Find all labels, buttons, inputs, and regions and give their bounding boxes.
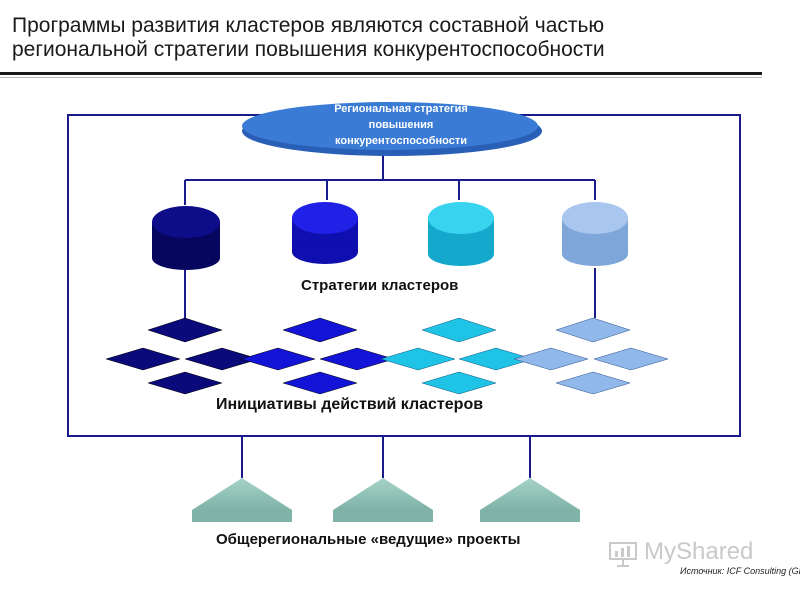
cluster-strategy-cylinder-4 [562,202,628,266]
regional-strategy-line-2: повышения [368,119,434,131]
presentation-icon [609,542,637,567]
page-title: Программы развития кластеров являются со… [12,14,772,62]
cluster-initiatives-label: Инициативы действий кластеров [216,396,484,413]
lead-project-2 [333,478,433,522]
cluster-strategies-label: Стратегии кластеров [301,277,459,294]
cluster-strategy-cylinder-1 [152,206,220,270]
title-line-2: региональной стратегии повышения конкуре… [12,38,605,61]
lead-project-1 [192,478,292,522]
regional-strategy-node [242,102,542,156]
lead-project-3 [480,478,580,522]
cluster-strategy-cylinder-2 [292,202,358,264]
initiative-group-3 [380,317,534,395]
title-line-1: Программы развития кластеров являются со… [12,14,605,37]
regional-strategy-line-1: Региональная стратегия [334,103,468,115]
regional-strategy-label: Региональная стратегия повышения конкуре… [286,101,516,149]
lead-projects-label: Общерегиональные «ведущие» проекты [216,531,521,548]
initiative-group-2 [240,317,395,395]
watermark: MyShared [644,538,753,566]
title-divider [0,72,762,75]
connector-lines [184,152,596,478]
title-divider-shadow [0,77,762,78]
source-note: Источник: ICF Consulting (GED [680,566,800,576]
initiative-group-4 [513,317,669,395]
cluster-strategy-cylinder-3 [428,202,494,266]
watermark-text: MyShared [644,538,754,565]
initiative-group-1 [105,317,260,395]
regional-strategy-line-3: конкурентоспособности [335,135,467,147]
